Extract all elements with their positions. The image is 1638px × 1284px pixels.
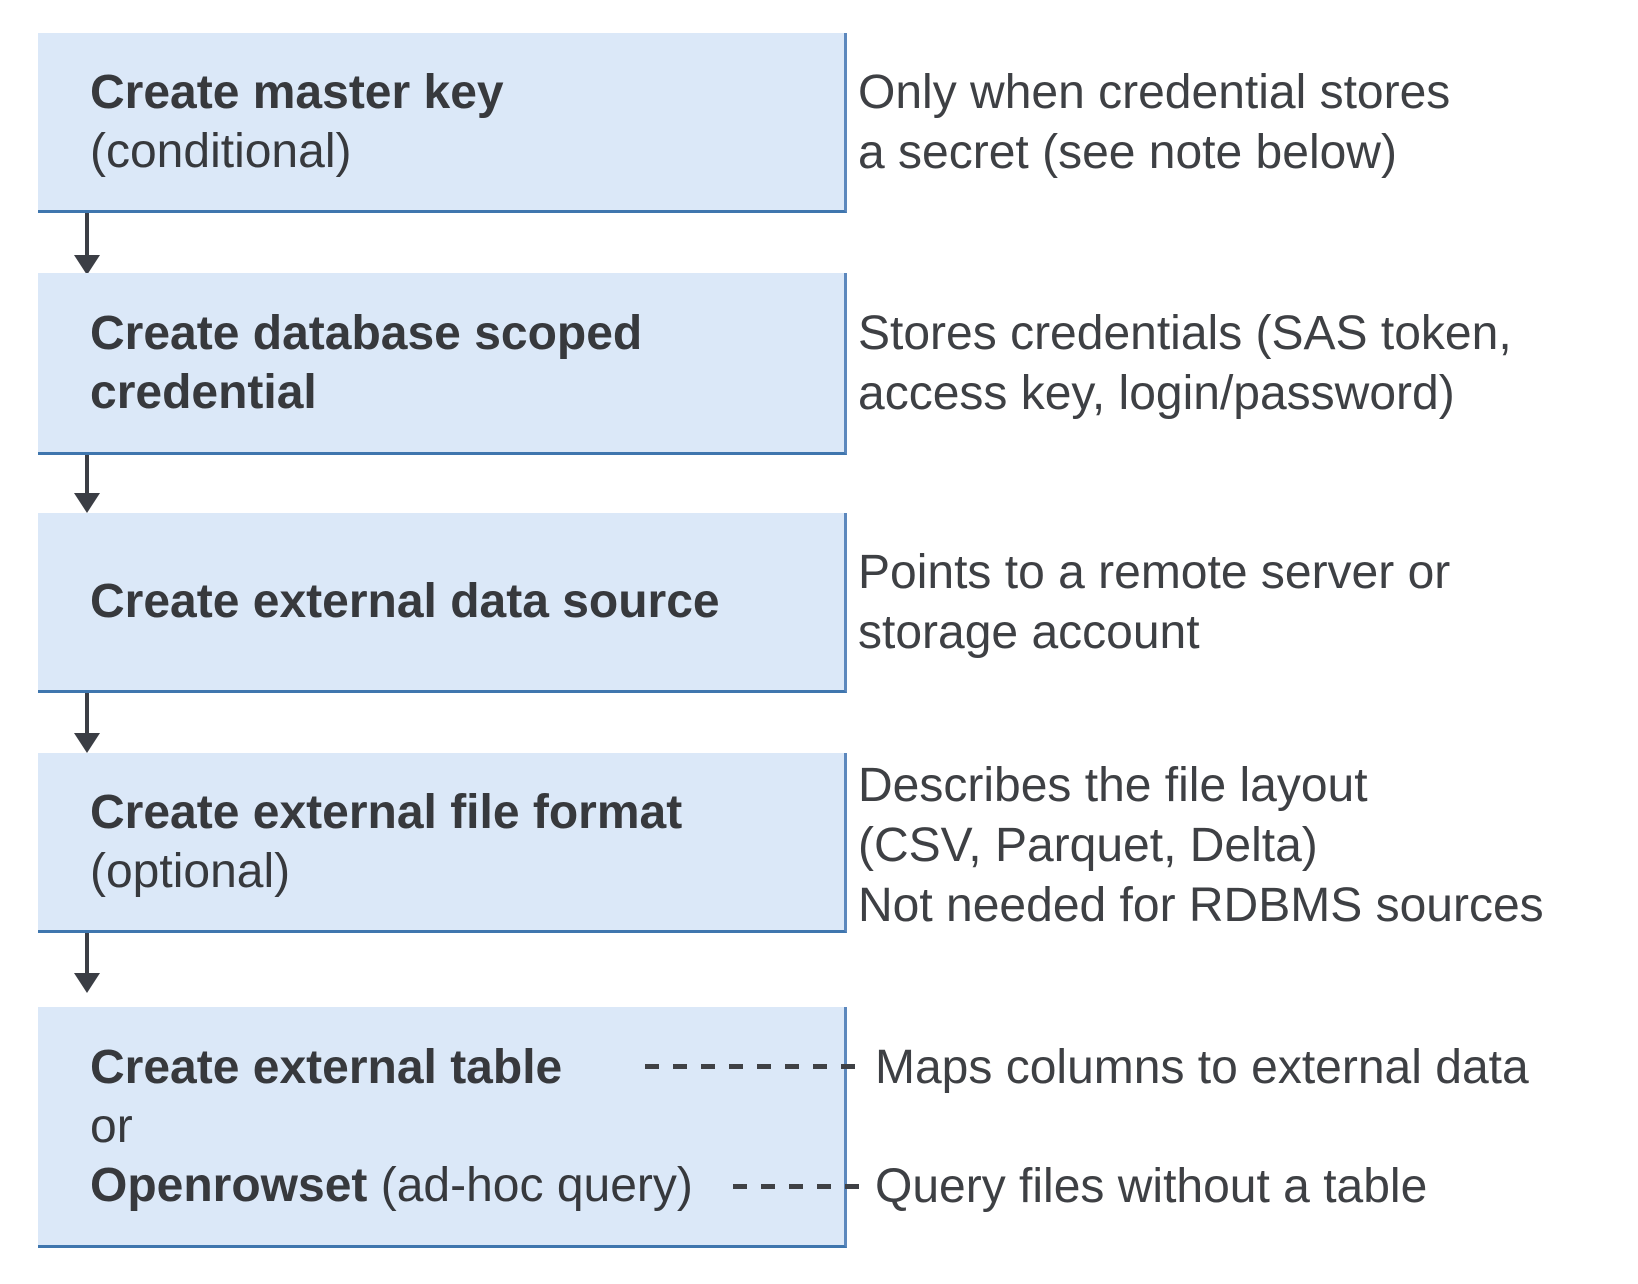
note-line: Points to a remote server or bbox=[858, 546, 1451, 599]
arrow-stem bbox=[85, 693, 89, 735]
box-openrowset-line: Openrowset (ad-hoc query) bbox=[90, 1156, 844, 1215]
arrow-stem bbox=[85, 213, 89, 257]
flow-box-data-source: Create external data source bbox=[38, 513, 847, 693]
arrow-stem bbox=[85, 933, 89, 975]
note-openrowset: Query files without a table bbox=[875, 1157, 1427, 1217]
flow-box-external-table: Create external table or Openrowset (ad-… bbox=[38, 1007, 847, 1248]
note-line: Only when credential stores bbox=[858, 66, 1451, 119]
box-title: Create external data source bbox=[90, 575, 720, 628]
dashed-connector-external-table bbox=[645, 1064, 863, 1069]
note-line: Maps columns to external data bbox=[875, 1041, 1529, 1094]
down-arrow-2 bbox=[74, 455, 100, 513]
box-subtitle: (conditional) bbox=[90, 124, 352, 178]
note-line: Stores credentials (SAS token, bbox=[858, 307, 1512, 360]
down-arrow-3 bbox=[74, 693, 100, 753]
box-title-line2: credential bbox=[90, 365, 317, 419]
note-line: (CSV, Parquet, Delta) bbox=[858, 819, 1318, 872]
arrow-head bbox=[74, 255, 100, 275]
adhoc-query-label: (ad-hoc query) bbox=[367, 1158, 693, 1212]
note-line: Query files without a table bbox=[875, 1160, 1428, 1213]
box-title: Create database scoped bbox=[90, 306, 643, 360]
note-line: storage account bbox=[858, 606, 1200, 659]
note-master-key: Only when credential stores a secret (se… bbox=[858, 33, 1450, 213]
down-arrow-1 bbox=[74, 213, 100, 275]
note-file-format: Describes the file layout (CSV, Parquet,… bbox=[858, 753, 1544, 939]
arrow-head bbox=[74, 973, 100, 993]
note-line: Describes the file layout bbox=[858, 759, 1368, 812]
note-line: Not needed for RDBMS sources bbox=[858, 879, 1544, 932]
flow-box-master-key: Create master key (conditional) bbox=[38, 33, 847, 213]
note-line: access key, login/password) bbox=[858, 367, 1455, 420]
box-title: Create master key bbox=[90, 65, 504, 119]
arrow-head bbox=[74, 733, 100, 753]
note-external-table: Maps columns to external data bbox=[875, 1038, 1529, 1098]
arrow-head bbox=[74, 493, 100, 513]
arrow-stem bbox=[85, 455, 89, 495]
openrowset-label: Openrowset bbox=[90, 1158, 368, 1212]
down-arrow-4 bbox=[74, 933, 100, 993]
note-line: a secret (see note below) bbox=[858, 126, 1397, 179]
box-or-label: or bbox=[90, 1099, 133, 1153]
dashed-connector-openrowset bbox=[733, 1184, 863, 1189]
note-credential: Stores credentials (SAS token, access ke… bbox=[858, 273, 1512, 455]
box-title: Create external table bbox=[90, 1040, 563, 1094]
note-data-source: Points to a remote server or storage acc… bbox=[858, 513, 1450, 693]
box-title: Create external file format bbox=[90, 785, 683, 839]
box-subtitle: (optional) bbox=[90, 844, 291, 898]
flow-box-scoped-credential: Create database scoped credential bbox=[38, 273, 847, 455]
flow-box-file-format: Create external file format (optional) bbox=[38, 753, 847, 933]
